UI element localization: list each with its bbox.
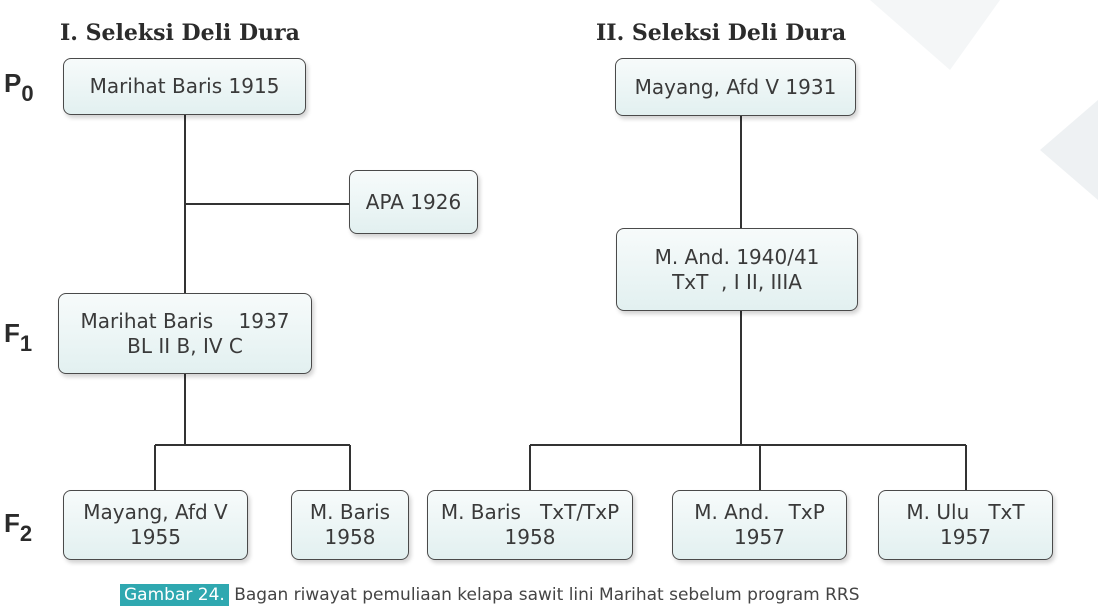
node-line: M. Baris TxT/TxP	[440, 500, 620, 524]
node-line: 1957	[734, 525, 785, 549]
node-line: 1958	[504, 525, 556, 549]
node-m-ulu-txt-1957: M. Ulu TxT 1957	[878, 490, 1053, 560]
caption-text: Bagan riwayat pemuliaan kelapa sawit lin…	[228, 585, 860, 605]
node-mayang-afd-v-1931: Mayang, Afd V 1931	[615, 58, 856, 116]
node-apa-1926: APA 1926	[349, 170, 478, 234]
node-mayang-afd-v-1955: Mayang, Afd V 1955	[63, 490, 248, 560]
caption-label: Gambar 24.	[120, 584, 229, 606]
node-line: Marihat Baris 1915	[89, 74, 280, 98]
node-line: Mayang, Afd V 1931	[634, 74, 837, 99]
figure-caption: Gambar 24. Bagan riwayat pemuliaan kelap…	[120, 584, 860, 606]
node-marihat-baris-1937: Marihat Baris 1937 BL II B, IV C	[58, 293, 312, 374]
node-m-baris-txt-txp-1958: M. Baris TxT/TxP 1958	[427, 490, 633, 560]
node-line: M. And. TxP	[694, 500, 825, 524]
heading-right: II. Seleksi Deli Dura	[596, 20, 847, 46]
node-line: TxT , I II, IIIA	[672, 269, 802, 294]
node-line: 1955	[130, 525, 181, 549]
generation-label-f2: F2	[4, 508, 33, 546]
node-m-baris-1958: M. Baris 1958	[291, 490, 409, 560]
node-line: M. And. 1940/41	[654, 244, 820, 269]
node-marihat-baris-1915: Marihat Baris 1915	[63, 58, 306, 115]
node-line: Marihat Baris 1937	[80, 308, 290, 333]
node-line: BL II B, IV C	[127, 333, 243, 358]
node-line: 1957	[940, 525, 991, 549]
node-line: APA 1926	[365, 189, 462, 214]
node-m-and-txp-1957: M. And. TxP 1957	[672, 490, 847, 560]
node-m-and-1940-41: M. And. 1940/41 TxT , I II, IIIA	[616, 228, 858, 311]
node-line: M. Baris	[309, 500, 391, 524]
node-line: 1958	[324, 525, 376, 549]
node-line: Mayang, Afd V	[83, 500, 228, 524]
heading-left: I. Seleksi Deli Dura	[60, 20, 300, 46]
generation-label-f1: F1	[4, 318, 33, 356]
node-line: M. Ulu TxT	[906, 500, 1025, 524]
generation-label-p0: P0	[4, 68, 34, 106]
